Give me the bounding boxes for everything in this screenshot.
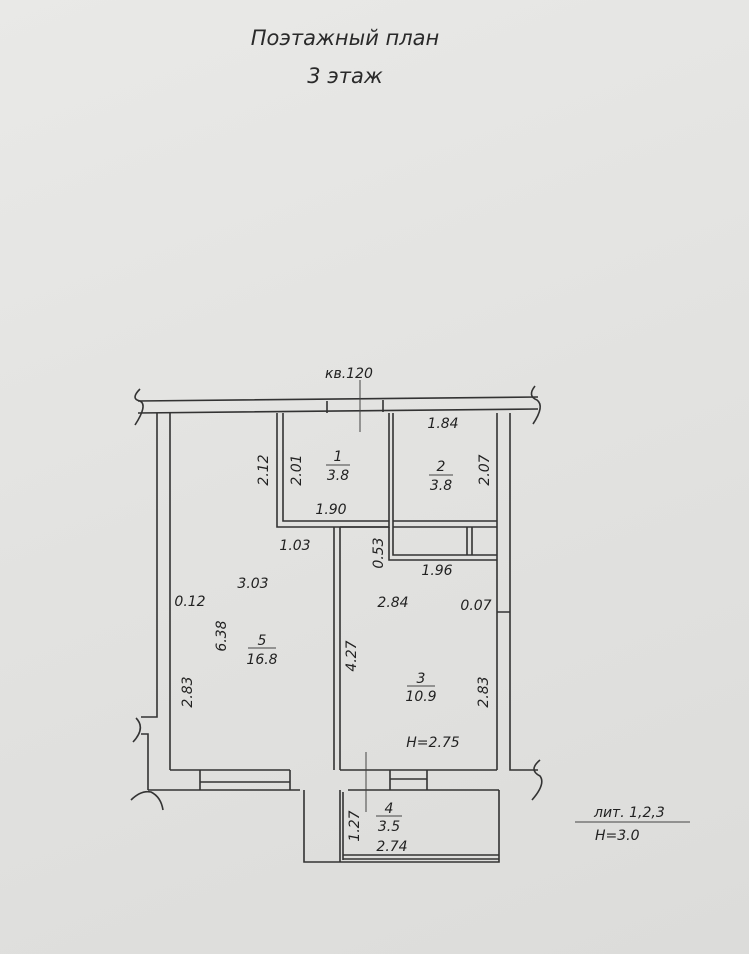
apartment-label: кв.120 — [325, 366, 373, 382]
svg-text:3: 3 — [417, 671, 426, 687]
room-3-label: 3 10.9 — [405, 671, 436, 705]
svg-text:2.01: 2.01 — [289, 454, 305, 485]
floor-label: 3 этаж — [307, 64, 383, 88]
svg-text:2.84: 2.84 — [377, 595, 408, 611]
svg-text:16.8: 16.8 — [246, 652, 277, 668]
svg-text:1.96: 1.96 — [421, 563, 452, 579]
svg-text:10.9: 10.9 — [405, 689, 436, 705]
svg-text:0.12: 0.12 — [174, 594, 205, 610]
svg-text:2.12: 2.12 — [256, 454, 272, 485]
svg-text:2.83: 2.83 — [476, 676, 492, 707]
svg-text:1: 1 — [334, 449, 343, 465]
svg-text:3.8: 3.8 — [430, 478, 452, 494]
svg-text:лит. 1,2,3: лит. 1,2,3 — [593, 805, 665, 821]
svg-text:3.8: 3.8 — [327, 468, 349, 484]
svg-text:0.53: 0.53 — [371, 537, 387, 568]
svg-text:2.83: 2.83 — [180, 676, 196, 707]
svg-text:H=2.75: H=2.75 — [406, 735, 460, 751]
svg-text:4: 4 — [385, 801, 394, 817]
room-4-label: 4 3.5 — [376, 801, 402, 835]
svg-text:1.84: 1.84 — [427, 416, 458, 432]
svg-text:3.03: 3.03 — [237, 576, 268, 592]
svg-text:1.27: 1.27 — [347, 810, 363, 841]
room-2-label: 2 3.8 — [429, 459, 453, 494]
svg-text:0.07: 0.07 — [460, 598, 491, 614]
svg-text:2.74: 2.74 — [376, 839, 407, 855]
plan-title: Поэтажный план — [250, 26, 440, 50]
svg-text:2.07: 2.07 — [477, 454, 493, 485]
svg-text:6.38: 6.38 — [214, 620, 230, 651]
svg-text:3.5: 3.5 — [378, 819, 400, 835]
room-5-label: 5 16.8 — [246, 633, 277, 668]
svg-text:H=3.0: H=3.0 — [595, 828, 640, 844]
svg-text:1.03: 1.03 — [279, 538, 310, 554]
svg-text:1.90: 1.90 — [315, 502, 346, 518]
svg-text:4.27: 4.27 — [344, 640, 360, 671]
dimension-labels: 2.12 2.01 1.90 1.84 2.07 1.03 0.53 1.96 … — [174, 416, 493, 855]
room-1-label: 1 3.8 — [326, 449, 350, 484]
walls — [130, 380, 543, 863]
svg-text:5: 5 — [258, 633, 267, 649]
svg-text:2: 2 — [437, 459, 446, 475]
legend: лит. 1,2,3 H=3.0 — [575, 805, 690, 844]
